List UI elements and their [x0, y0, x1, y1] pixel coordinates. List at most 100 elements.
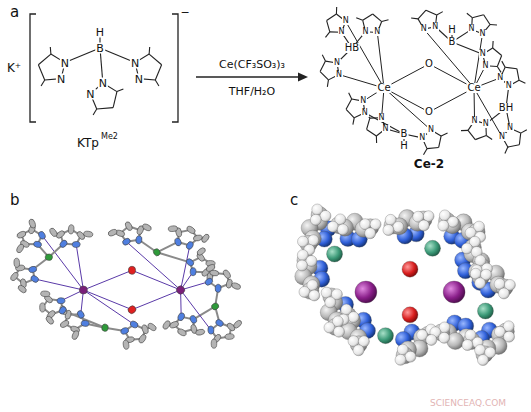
atom-label: B	[400, 129, 409, 139]
atom-label: BH	[498, 103, 514, 113]
atom-ellipsoid	[205, 263, 216, 272]
bond-line	[349, 93, 352, 99]
structure-drawing	[30, 14, 308, 122]
atom-label: N	[359, 97, 367, 105]
atom-ellipsoid	[177, 312, 186, 322]
atom-sphere	[353, 345, 364, 356]
atom-sphere	[477, 303, 493, 319]
atom-label: Ce	[466, 83, 481, 93]
bond-line	[367, 118, 370, 129]
atom-ellipsoid	[59, 239, 69, 249]
atom-label: H	[95, 27, 105, 38]
bond-line	[50, 47, 52, 54]
atom-ellipsoid	[17, 284, 28, 294]
atom-sphere	[443, 281, 465, 303]
atom-sphere	[395, 354, 406, 365]
bond-line	[327, 80, 328, 87]
atom-sphere	[308, 235, 319, 246]
atom-label: N	[420, 25, 428, 33]
atom-ellipsoid	[185, 240, 194, 250]
atom-sphere	[355, 281, 377, 303]
bond-line	[325, 32, 329, 37]
atom-ellipsoid	[168, 225, 178, 232]
reagent-label: Ce(CF₃SO₃)₃	[218, 59, 286, 70]
atom-sphere	[438, 220, 449, 231]
atom-sphere	[327, 221, 338, 232]
atom-label: HB	[344, 43, 360, 53]
bond-line	[521, 130, 527, 133]
bond-line	[423, 149, 427, 155]
bond-line	[367, 129, 377, 136]
atom-ellipsoid	[107, 228, 118, 237]
atom-label: N	[482, 120, 490, 128]
atom-sphere	[477, 355, 488, 366]
atom-ellipsoid	[231, 282, 242, 290]
bond-line	[497, 66, 501, 72]
bond-line	[155, 80, 159, 86]
atom-sphere	[504, 331, 515, 342]
bond-line	[132, 290, 181, 310]
atom-label: N	[362, 28, 370, 36]
atom-ellipsoid	[186, 225, 197, 235]
bond-line	[490, 24, 497, 25]
bond-line	[356, 18, 363, 21]
atom-ellipsoid	[40, 291, 49, 297]
compound-name: Ce-2	[413, 158, 445, 170]
bond-line	[484, 15, 490, 25]
atom-sphere	[378, 328, 394, 344]
bond-line	[472, 15, 483, 18]
bond-line	[468, 130, 475, 139]
bond-line	[76, 244, 83, 290]
atom-ellipsoid	[9, 271, 19, 282]
atom-label: H	[399, 141, 409, 151]
atom-ellipsoid	[210, 302, 219, 311]
bond-line	[363, 14, 373, 20]
atom-label: N	[479, 30, 487, 38]
atom-ellipsoid	[152, 247, 161, 257]
atom-ellipsoid	[204, 277, 214, 287]
atom-label: N	[342, 17, 350, 25]
bond-line	[461, 130, 468, 131]
atom-ellipsoid	[175, 284, 186, 295]
bond-line	[38, 54, 50, 65]
bond-line	[126, 242, 180, 290]
atom-ellipsoid	[142, 223, 153, 232]
bond-line	[353, 118, 354, 125]
atom-ellipsoid	[101, 324, 109, 332]
atom-ellipsoid	[40, 303, 46, 312]
atom-label: N	[60, 57, 70, 68]
atom-ellipsoid	[162, 320, 172, 331]
atom-ellipsoid	[138, 333, 147, 344]
atom-label: B	[448, 37, 457, 47]
atom-sphere	[310, 214, 321, 225]
atom-label: N	[338, 28, 346, 36]
bond-line	[505, 67, 517, 68]
structure-drawing	[320, 7, 527, 155]
atom-label: N	[85, 88, 95, 99]
bond-line	[517, 69, 519, 81]
atom-sphere	[324, 322, 335, 333]
bond-line	[346, 99, 352, 109]
atom-label: N	[134, 73, 144, 84]
atom-label: N	[505, 82, 513, 90]
atom-sphere	[448, 216, 459, 227]
bond-line	[35, 279, 84, 290]
bond-line	[157, 242, 178, 252]
compound-name: KTp	[76, 137, 100, 149]
atom-sphere	[462, 340, 473, 351]
bond-line	[327, 14, 337, 21]
atom-ellipsoid	[135, 235, 143, 244]
atom-ellipsoid	[49, 227, 59, 238]
atom-ellipsoid	[196, 246, 207, 256]
bond-line	[63, 310, 105, 327]
atom-label: N	[130, 57, 140, 68]
atom-ellipsoid	[33, 240, 42, 248]
atom-ellipsoid	[222, 269, 232, 280]
atom-sphere	[333, 326, 344, 337]
atom-ellipsoid	[120, 327, 130, 335]
atom-label: N	[496, 74, 504, 82]
atom-label: N	[378, 114, 386, 122]
atom-sphere	[321, 287, 332, 298]
atom-ellipsoid	[16, 243, 25, 254]
